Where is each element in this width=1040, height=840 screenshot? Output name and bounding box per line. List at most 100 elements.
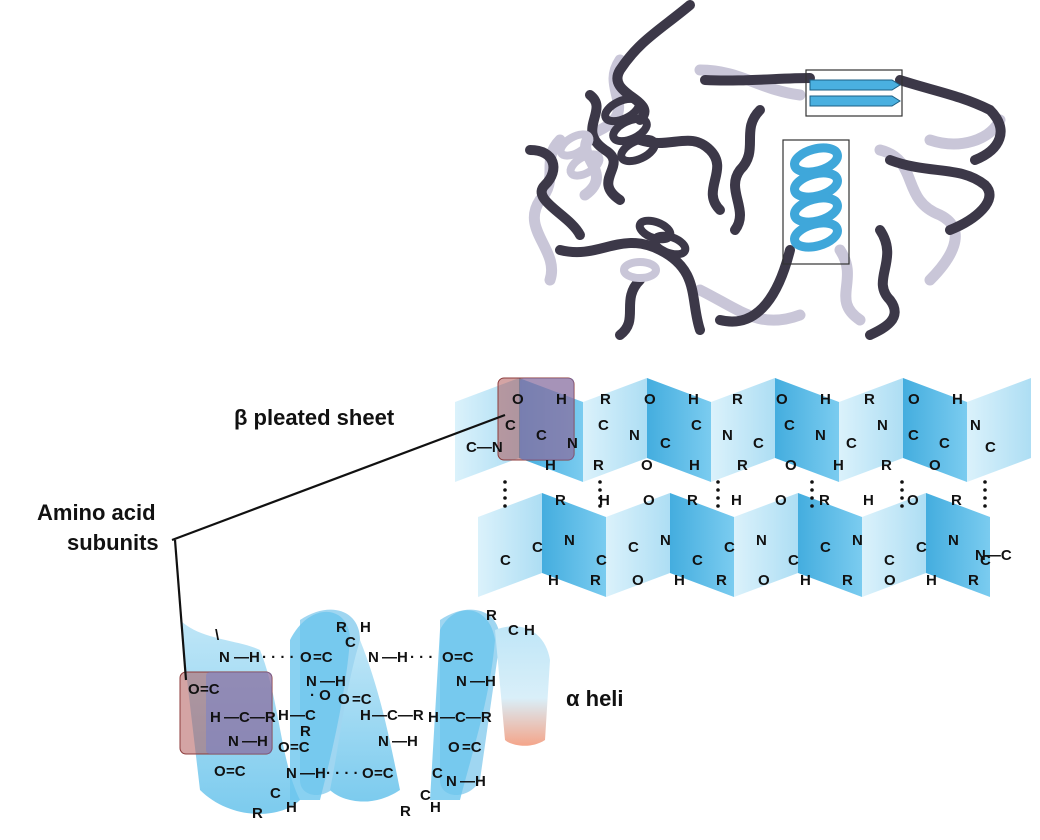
sheet-pleat (478, 493, 542, 597)
svg-text:C: C (345, 634, 356, 651)
sheet-atom: R (737, 457, 748, 474)
sheet-atom: O (512, 391, 524, 408)
svg-text:N: N (286, 765, 297, 782)
sheet-atom: R (864, 391, 875, 408)
svg-text:—H: —H (320, 673, 346, 690)
hydrogen-bond-dot (983, 504, 987, 508)
hydrogen-bond-dot (983, 496, 987, 500)
hydrogen-bond-dot (983, 488, 987, 492)
svg-text:H: H (430, 799, 441, 816)
sheet-atom: O (632, 572, 644, 589)
sheet-subunit-box (497, 377, 575, 461)
sheet-pleat (798, 493, 862, 597)
subunits-label: subunits (67, 530, 159, 555)
svg-text:O: O (214, 763, 226, 780)
svg-text:R: R (252, 805, 263, 822)
svg-text:=C: =C (462, 739, 482, 756)
svg-text:C: C (432, 765, 443, 782)
svg-text:—H: —H (234, 649, 260, 666)
sheet-pleat (926, 493, 990, 597)
svg-text:H: H (428, 709, 439, 726)
hydrogen-bond-dot (598, 496, 602, 500)
sheet-atom: N (970, 417, 981, 434)
svg-text:—C—R: —C—R (440, 709, 492, 726)
svg-text:N: N (368, 649, 379, 666)
sheet-atom: R (881, 457, 892, 474)
sheet-atom: H (833, 457, 844, 474)
sheet-pleat (542, 493, 606, 597)
sheet-atom: C (691, 417, 702, 434)
hydrogen-bond-dot (598, 488, 602, 492)
svg-text:\: \ (215, 627, 220, 644)
sheet-atom: C (724, 539, 735, 556)
beta-strands-blue (809, 79, 901, 107)
sheet-atom: C (532, 539, 543, 556)
hydrogen-bond-dot (716, 496, 720, 500)
svg-text:—H: —H (460, 773, 486, 790)
hydrogen-bond-dot (810, 504, 814, 508)
svg-text:O: O (442, 649, 454, 666)
sheet-atom: O (908, 391, 920, 408)
leader-lines (171, 413, 506, 681)
hydrogen-bond-dot (716, 488, 720, 492)
svg-text:N: N (306, 673, 317, 690)
sheet-atom: O (884, 572, 896, 589)
hydrogen-bond-dot (503, 496, 507, 500)
sheet-atom: N (567, 435, 578, 452)
sheet-pleat (862, 493, 926, 597)
hydrogen-bond-dot (503, 488, 507, 492)
sheet-atom: C (788, 552, 799, 569)
sheet-atom: R (716, 572, 727, 589)
helix-subunit-box (179, 671, 273, 755)
sheet-atom: O (907, 492, 919, 509)
svg-text:R: R (300, 723, 311, 740)
sheet-atom: H (926, 572, 937, 589)
sheet-atom: R (951, 492, 962, 509)
svg-text:—H: —H (392, 733, 418, 750)
sheet-pleat (775, 378, 839, 482)
sheet-atom: C (753, 435, 764, 452)
sheet-atom: H (952, 391, 963, 408)
sheet-atom: C (884, 552, 895, 569)
svg-text:R: R (336, 619, 347, 636)
sheet-atom: N (756, 532, 767, 549)
sheet-atom: N—C (975, 547, 1012, 564)
sheet-atom: N (660, 532, 671, 549)
sheet-atom: O (775, 492, 787, 509)
svg-text:H: H (278, 707, 289, 724)
svg-text:=C: =C (352, 691, 372, 708)
sheet-atom: C (598, 417, 609, 434)
sheet-atom: R (590, 572, 601, 589)
svg-text:H: H (286, 799, 297, 816)
sheet-atom: O (758, 572, 770, 589)
beta-sheet-label: β pleated sheet (234, 405, 395, 430)
sheet-atom: O (643, 492, 655, 509)
sheet-atom: R (687, 492, 698, 509)
sheet-pleat (839, 378, 903, 482)
svg-text:R: R (486, 607, 497, 624)
svg-text:· · · ·: · · · · (326, 765, 358, 782)
sheet-atom: N (815, 427, 826, 444)
sheet-atom: C (908, 427, 919, 444)
hydrogen-bond-dot (810, 496, 814, 500)
svg-text:H: H (360, 707, 371, 724)
sheet-atom: C (846, 435, 857, 452)
svg-text:N: N (446, 773, 457, 790)
svg-text:=C: =C (454, 649, 474, 666)
sheet-atom: H (863, 492, 874, 509)
sheet-atom: H (556, 391, 567, 408)
svg-text:O: O (448, 739, 460, 756)
svg-text:R: R (400, 803, 411, 820)
sheet-pleat (647, 378, 711, 482)
sheet-atom: N (722, 427, 733, 444)
hydrogen-bond-dot (900, 488, 904, 492)
svg-text:C: C (420, 787, 431, 804)
svg-text:=C: =C (200, 681, 220, 698)
sheet-atom: C (596, 552, 607, 569)
sheet-atom: O (776, 391, 788, 408)
sheet-atom: O (785, 457, 797, 474)
sheet-atom: C (536, 427, 547, 444)
sheet-atom: C (628, 539, 639, 556)
sheet-atom: O (641, 457, 653, 474)
hydrogen-bond-dot (598, 480, 602, 484)
